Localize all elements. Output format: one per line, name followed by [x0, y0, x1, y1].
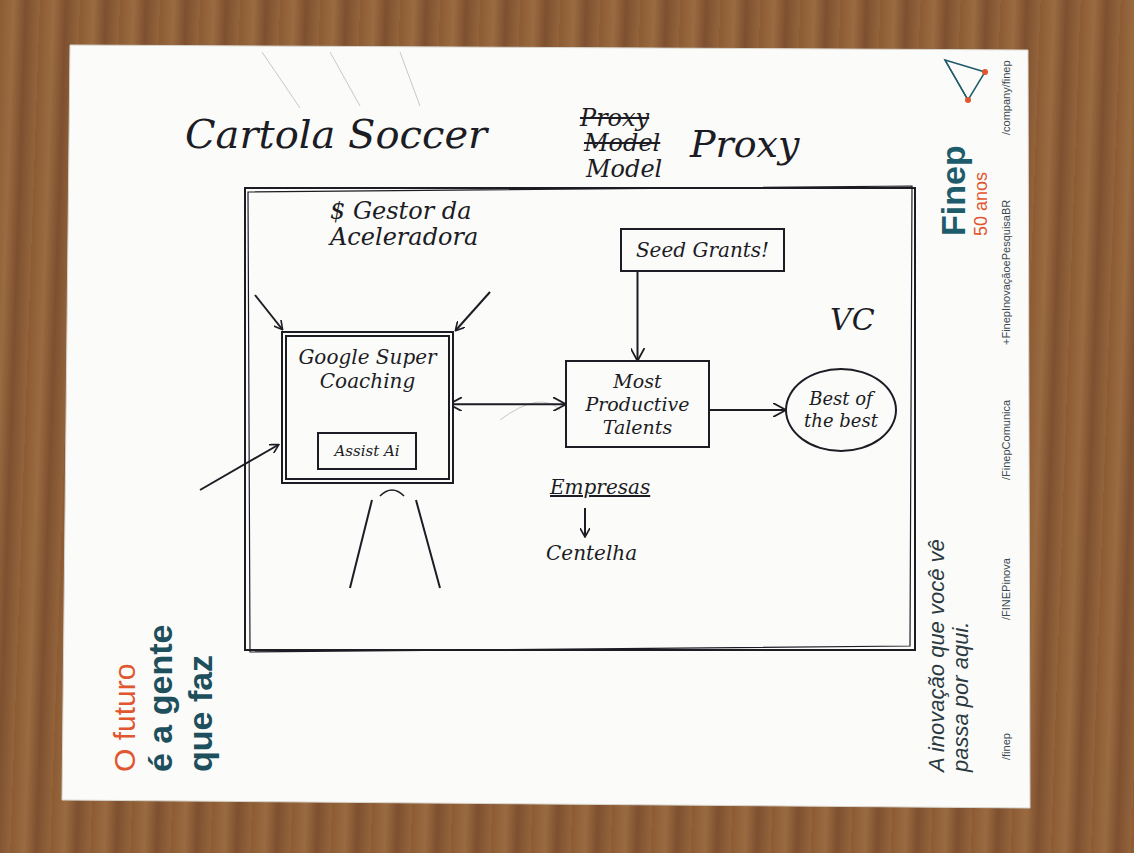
paper-sheet	[62, 45, 1030, 808]
handwritten-note: Empresas	[550, 476, 650, 498]
support-stroke	[416, 500, 440, 588]
struck-word: Model	[584, 131, 660, 155]
finep-logo-icon	[945, 60, 988, 103]
down-arrow	[584, 508, 586, 536]
process-box: Seed Grants!	[620, 228, 785, 272]
pencil-guides	[262, 52, 560, 420]
outer-frame	[245, 188, 915, 650]
handwritten-note: Proxy	[690, 124, 800, 166]
flyer-text: Finep	[935, 145, 972, 236]
flyer-text: O futuro	[108, 664, 141, 772]
process-box: Most Productive Talents	[565, 360, 710, 448]
flyer-text: que faz	[182, 655, 219, 772]
input-arrow	[255, 295, 282, 329]
flyer-text: é a gente	[142, 625, 179, 772]
handwritten-note: Centelha	[546, 542, 637, 564]
handwritten-note: Model	[586, 156, 662, 182]
ellipse-node: Best of the best	[785, 368, 897, 452]
struck-word: Proxy	[580, 106, 649, 130]
handwritten-note: VC	[830, 303, 875, 336]
inner-box: Assist Ai	[317, 432, 417, 470]
connector-arrow	[710, 409, 785, 411]
connector-arrow	[450, 403, 565, 405]
support-stroke	[350, 500, 372, 588]
input-arrow	[456, 292, 490, 330]
node-text: Best of the best	[803, 388, 879, 431]
input-arrow	[200, 445, 278, 490]
outer-frame-retrace	[248, 186, 912, 652]
connector-arrow	[637, 272, 639, 360]
flyer-text: +FinepInovaçãoePesquisaBR	[1000, 200, 1012, 345]
flyer-text: /finep	[1000, 733, 1012, 760]
node-text: Assist Ai	[327, 442, 407, 460]
flyer-text: 50 anos	[972, 172, 992, 236]
sketch-title: Cartola Soccer	[185, 112, 487, 156]
handwritten-note: $ Gestor da Aceleradora	[330, 198, 490, 251]
flyer-text: /FinepComunica	[1000, 400, 1012, 480]
flyer-text: /company/finep	[1000, 60, 1012, 135]
flyer-text: A inovação que você vê passa por aqui.	[925, 507, 973, 772]
flyer-text: /FINEPinova	[1000, 558, 1012, 620]
node-text: Google Super Coaching	[295, 345, 440, 393]
node-text: Seed Grants!	[630, 238, 775, 262]
eye-mark	[380, 490, 404, 496]
process-box: Google Super CoachingAssist Ai	[285, 335, 450, 480]
node-text: Most Productive Talents	[575, 370, 700, 438]
